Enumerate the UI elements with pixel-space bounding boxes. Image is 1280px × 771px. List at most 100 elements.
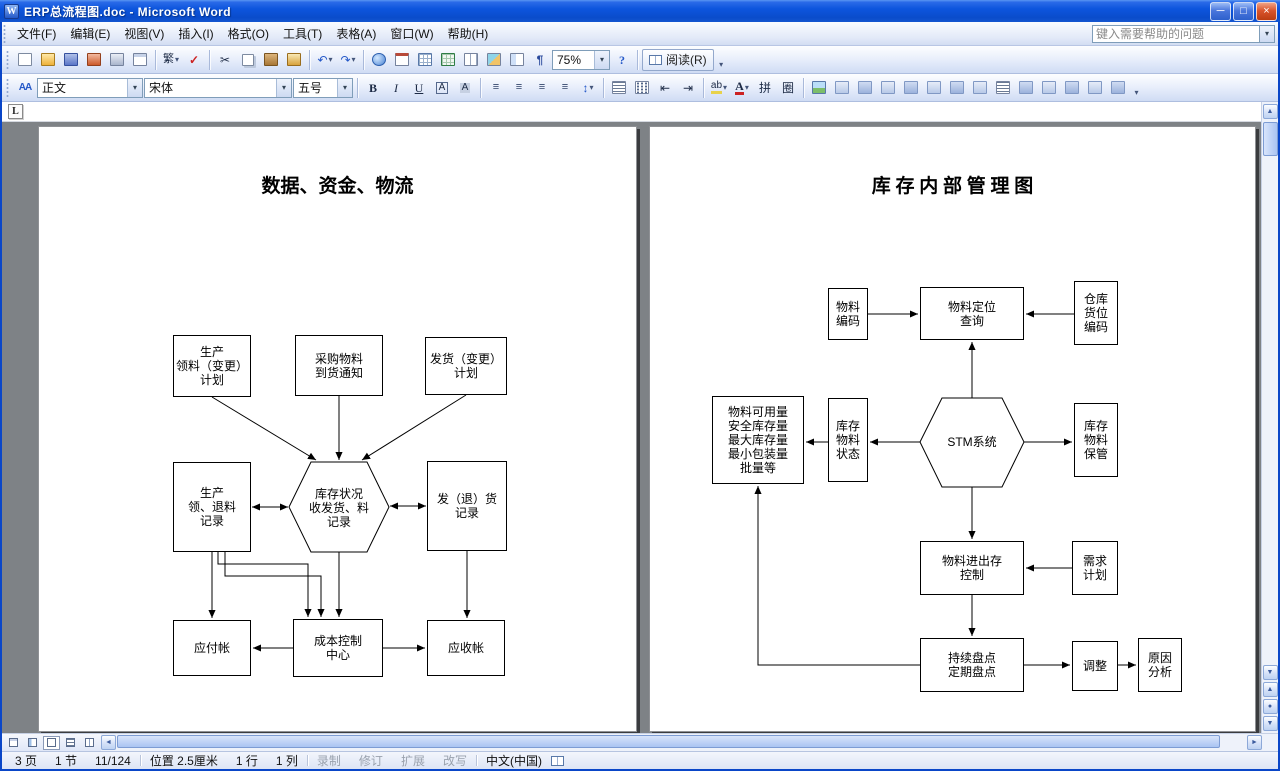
font-combobox[interactable]: 宋体 ▾	[144, 77, 292, 98]
font-color-button[interactable]: A▾	[731, 77, 753, 99]
bold-button[interactable]: B	[362, 77, 384, 99]
crop-button[interactable]	[946, 77, 968, 99]
numbering-button[interactable]	[608, 77, 630, 99]
outline-view-button[interactable]	[62, 736, 79, 750]
read-mode-button[interactable]: 阅读(R)	[642, 48, 714, 71]
insert-table-button[interactable]	[414, 49, 436, 71]
format-picture-button[interactable]	[1061, 77, 1083, 99]
flow-node-purchase-arrival-notice[interactable]: 采购物料 到货通知	[295, 335, 383, 396]
tables-borders-button[interactable]	[391, 49, 413, 71]
highlight-button[interactable]: ab▾	[708, 77, 730, 99]
scroll-down-button[interactable]: ▼	[1262, 665, 1278, 680]
spelling-grammar-button[interactable]: ✓	[183, 49, 205, 71]
close-button[interactable]: ×	[1256, 1, 1277, 21]
next-page-button[interactable]: ▼	[1262, 716, 1278, 731]
restore-button[interactable]: □	[1233, 1, 1254, 21]
columns-button[interactable]	[460, 49, 482, 71]
flow-node-material-in-out-control[interactable]: 物料进出存 控制	[920, 541, 1024, 595]
scroll-up-button[interactable]: ▲	[1262, 104, 1278, 119]
toolbar-grip[interactable]	[6, 77, 9, 98]
menu-file[interactable]: 文件(F)	[17, 27, 57, 41]
redo-button[interactable]: ↷▾	[337, 49, 359, 71]
character-border-button[interactable]: A	[431, 77, 453, 99]
styles-and-formatting-button[interactable]: AA	[14, 77, 36, 99]
horizontal-scroll-thumb[interactable]	[117, 735, 1220, 748]
insert-picture-button[interactable]	[808, 77, 830, 99]
scroll-right-button[interactable]: ►	[1247, 735, 1262, 750]
status-overtype[interactable]: 改写	[442, 754, 467, 768]
format-painter-button[interactable]	[283, 49, 305, 71]
open-button[interactable]	[37, 49, 59, 71]
toolbar-options-button[interactable]: ▾	[715, 48, 728, 72]
reset-picture-button[interactable]	[1107, 77, 1129, 99]
vertical-scrollbar[interactable]: ▲ ▼ ▲ ● ▼	[1261, 102, 1278, 733]
flow-node-adjust[interactable]: 调整	[1072, 641, 1118, 691]
align-right-button[interactable]: ≡	[531, 77, 553, 99]
more-brightness-button[interactable]	[900, 77, 922, 99]
increase-indent-button[interactable]: ⇥	[677, 77, 699, 99]
cut-button[interactable]: ✂	[214, 49, 236, 71]
bullets-button[interactable]	[631, 77, 653, 99]
normal-view-button[interactable]	[5, 736, 22, 750]
previous-page-button[interactable]: ▲	[1262, 682, 1278, 697]
flow-node-production-picking-plan[interactable]: 生产 领料（变更） 计划	[173, 335, 251, 397]
picture-color-button[interactable]	[831, 77, 853, 99]
scroll-left-button[interactable]: ◄	[101, 735, 116, 750]
undo-button[interactable]: ↶▾	[314, 49, 336, 71]
flow-node-material-availability[interactable]: 物料可用量 安全库存量 最大库存量 最小包装量 批量等	[712, 396, 804, 484]
permission-button[interactable]	[83, 49, 105, 71]
distribute-button[interactable]: ≡	[554, 77, 576, 99]
flow-node-inventory-material-keeping[interactable]: 库存 物料 保管	[1074, 403, 1118, 477]
flow-node-demand-plan[interactable]: 需求 计划	[1072, 541, 1118, 595]
flow-node-accounts-receivable[interactable]: 应收帐	[427, 620, 505, 676]
horizontal-scroll-track[interactable]	[116, 734, 1247, 751]
flow-node-cycle-counting[interactable]: 持续盘点 定期盘点	[920, 638, 1024, 692]
align-center-button[interactable]: ≡	[508, 77, 530, 99]
rotate-left-button[interactable]	[969, 77, 991, 99]
drawing-button[interactable]	[483, 49, 505, 71]
text-wrapping-button[interactable]	[1038, 77, 1060, 99]
document-canvas[interactable]: 数据、资金、物流	[2, 122, 1261, 733]
menu-view[interactable]: 视图(V)	[124, 27, 165, 41]
word-app-icon[interactable]: W	[4, 3, 19, 19]
flow-node-inventory-material-state[interactable]: 库存 物料 状态	[828, 398, 868, 482]
show-hide-button[interactable]: ¶	[529, 49, 551, 71]
save-button[interactable]	[60, 49, 82, 71]
italic-button[interactable]: I	[385, 77, 407, 99]
menu-format[interactable]: 格式(O)	[227, 27, 269, 41]
more-contrast-button[interactable]	[854, 77, 876, 99]
toolbar-grip[interactable]	[6, 49, 9, 70]
menu-table[interactable]: 表格(A)	[336, 27, 377, 41]
menu-edit[interactable]: 编辑(E)	[70, 27, 111, 41]
flow-node-material-code[interactable]: 物料 编码	[828, 288, 868, 340]
flow-node-shipping-records[interactable]: 发（退）货 记录	[427, 461, 507, 551]
status-extend-selection[interactable]: 扩展	[400, 754, 425, 768]
status-track-changes[interactable]: 修订	[358, 754, 383, 768]
character-shading-button[interactable]: A	[454, 77, 476, 99]
less-contrast-button[interactable]	[877, 77, 899, 99]
status-record-macro[interactable]: 录制	[316, 754, 341, 768]
style-combobox[interactable]: 正文 ▾	[37, 77, 143, 98]
enclose-characters-button[interactable]: 圈	[777, 77, 799, 99]
paste-button[interactable]	[260, 49, 282, 71]
less-brightness-button[interactable]	[923, 77, 945, 99]
select-browse-object-button[interactable]: ●	[1262, 699, 1278, 714]
menu-insert[interactable]: 插入(I)	[178, 27, 214, 41]
vertical-scroll-thumb[interactable]	[1262, 122, 1278, 156]
menubar-grip[interactable]	[3, 23, 6, 44]
print-layout-button[interactable]	[43, 735, 60, 750]
print-preview-button[interactable]	[129, 49, 151, 71]
toolbar-options-button[interactable]: ▾	[1130, 76, 1143, 100]
compress-pictures-button[interactable]	[1015, 77, 1037, 99]
decrease-indent-button[interactable]: ⇤	[654, 77, 676, 99]
insert-excel-button[interactable]	[437, 49, 459, 71]
font-size-combobox[interactable]: 五号 ▾	[293, 77, 353, 98]
help-button[interactable]: ?	[611, 49, 633, 71]
flow-node-shipping-plan[interactable]: 发货（变更） 计划	[425, 337, 507, 395]
set-transparent-color-button[interactable]	[1084, 77, 1106, 99]
reading-layout-button[interactable]	[81, 736, 98, 750]
document-page-left[interactable]: 数据、资金、物流	[38, 126, 637, 732]
menu-tools[interactable]: 工具(T)	[282, 27, 323, 41]
web-layout-button[interactable]	[24, 736, 41, 750]
flow-node-production-records[interactable]: 生产 领、退料 记录	[173, 462, 251, 552]
